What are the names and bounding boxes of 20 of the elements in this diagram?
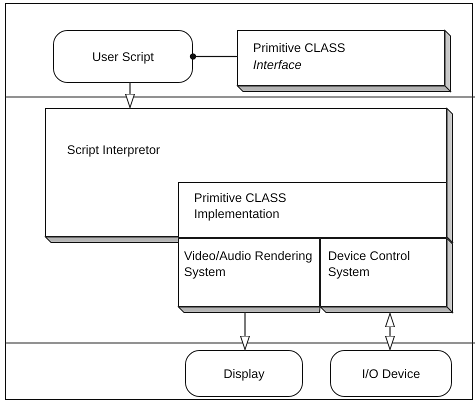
box-label: Primitive CLASS Implementation (194, 190, 288, 222)
box-label: Video/Audio Rendering System (184, 248, 314, 280)
rounded-box (330, 350, 452, 397)
rounded-box (53, 30, 193, 83)
connector-arrow (125, 83, 135, 108)
raised-box (178, 238, 320, 313)
box-label: Display (222, 366, 266, 382)
connector-arrow (385, 313, 395, 350)
rounded-box (185, 350, 303, 397)
box-label: User Script (91, 48, 155, 64)
raised-box (45, 108, 453, 243)
box-label: I/O Device (360, 366, 422, 382)
connector-arrow (240, 313, 250, 350)
process-box (178, 182, 447, 238)
raised-box (237, 30, 451, 92)
raised-box (320, 238, 453, 313)
box-label: Interface (253, 57, 302, 73)
box-label: Primitive CLASS (253, 40, 346, 56)
box-label: Device Control System (328, 248, 411, 280)
box-label: Script Interpretor (67, 142, 160, 158)
